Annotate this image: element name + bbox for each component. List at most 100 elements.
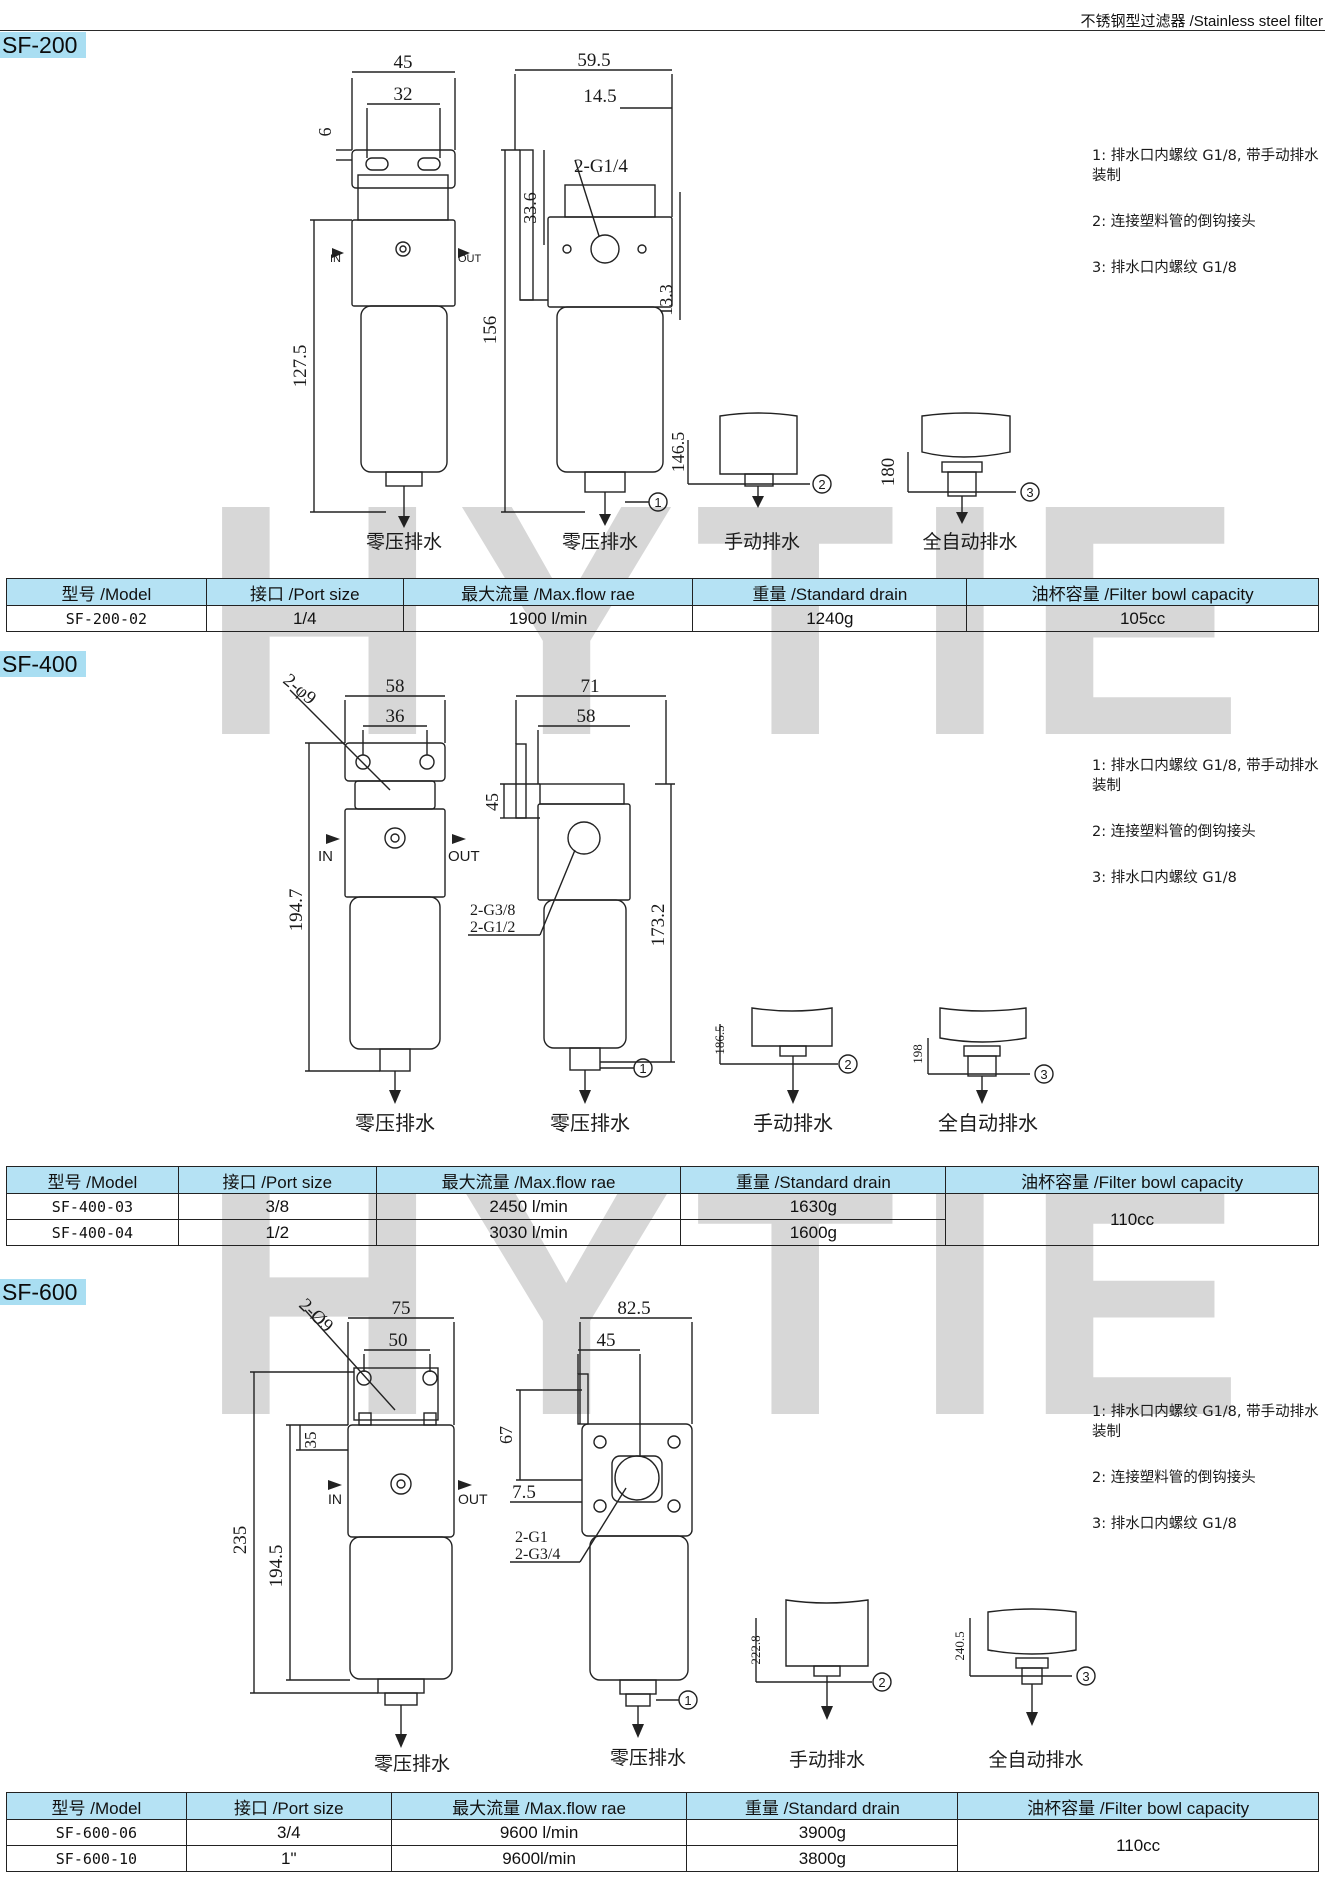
dim-sf400-manual-h: 186.5	[712, 1025, 727, 1054]
table-row: SF-400-03 3/8 2450 l/min 1630g 110cc	[6, 1193, 1319, 1246]
dim-sf200-side-mid: 13.3	[656, 284, 676, 316]
table-header-weight: 重量 /Standard drain	[686, 1792, 959, 1820]
table-header-flow: 最大流量 /Max.flow rae	[390, 1792, 688, 1820]
note-3: 3: 排水口内螺纹 G1/8	[1092, 260, 1237, 276]
cell-weight: 1630g	[680, 1193, 947, 1220]
callout-sf200-3: 3	[1026, 485, 1033, 500]
cell-flow: 9600l/min	[390, 1845, 688, 1872]
table-header-model: 型号 /Model	[6, 1792, 187, 1820]
note-2: 2: 连接塑料管的倒钩接头	[1092, 1470, 1256, 1486]
callout-sf600-1: 1	[684, 1693, 691, 1708]
caption-sf400-manual: 手动排水	[753, 1112, 833, 1135]
dim-sf400-front-inner: 36	[386, 706, 405, 727]
caption-sf400-zero-front: 零压排水	[355, 1112, 435, 1135]
cell-weight: 3800g	[686, 1845, 959, 1872]
spec-table-sf600: 型号 /Model 接口 /Port size 最大流量 /Max.flow r…	[6, 1792, 1319, 1872]
notes-sf400: 1: 排水口内螺纹 G1/8, 带手动排水装制 2: 连接塑料管的倒钩接头 3:…	[1092, 756, 1322, 914]
section-tag-sf200: SF-200	[0, 32, 86, 58]
dim-sf600-side-top: 67	[496, 1426, 516, 1444]
section-tag-sf600: SF-600	[0, 1279, 86, 1305]
callout-sf400-2: 2	[844, 1057, 851, 1072]
dim-sf200-side-top: 33.6	[520, 192, 540, 224]
caption-sf400-zero-side: 零压排水	[550, 1112, 630, 1135]
cell-flow: 1900 l/min	[402, 605, 694, 632]
label-sf400-in: IN	[318, 848, 333, 865]
cell-flow: 2450 l/min	[375, 1193, 682, 1220]
label-sf600-out: OUT	[458, 1491, 488, 1507]
cell-model: SF-600-06	[6, 1819, 187, 1846]
table-header-weight: 重量 /Standard drain	[680, 1166, 947, 1194]
dim-sf400-hole: 2-φ9	[279, 670, 320, 709]
spec-table-sf200: 型号 /Model 接口 /Port size 最大流量 /Max.flow r…	[6, 578, 1319, 632]
cell-flow: 3030 l/min	[375, 1219, 682, 1246]
spec-table-sf400: 型号 /Model 接口 /Port size 最大流量 /Max.flow r…	[6, 1166, 1319, 1246]
label-sf400-out: OUT	[448, 848, 480, 865]
table-row: SF-600-10 1" 9600l/min 3800g	[6, 1845, 1319, 1872]
cell-weight: 3900g	[686, 1819, 959, 1846]
caption-sf200-zero-side: 零压排水	[562, 531, 638, 553]
page-header-title: 不锈钢型过滤器 /Stainless steel filter	[1080, 13, 1323, 30]
dim-sf600-port-a: 2-G1	[515, 1529, 548, 1546]
caption-sf400-auto: 全自动排水	[938, 1112, 1038, 1135]
dim-sf600-manual-h: 222.8	[748, 1635, 763, 1664]
dim-sf600-port-b: 2-G3/4	[515, 1546, 560, 1563]
dim-sf200-manual-h: 146.5	[668, 432, 688, 473]
cell-port: 1"	[185, 1845, 392, 1872]
label-sf200-in: IN	[330, 253, 341, 265]
dim-sf400-auto-h: 198	[910, 1044, 925, 1064]
note-1: 1: 排水口内螺纹 G1/8, 带手动排水装制	[1092, 1404, 1319, 1440]
cell-capacity: 110cc	[957, 1819, 1319, 1872]
caption-sf600-auto: 全自动排水	[988, 1749, 1083, 1771]
notes-sf600: 1: 排水口内螺纹 G1/8, 带手动排水装制 2: 连接塑料管的倒钩接头 3:…	[1092, 1402, 1322, 1560]
callout-sf600-2: 2	[878, 1675, 885, 1690]
dim-sf600-auto-h: 240.5	[952, 1631, 967, 1660]
dim-sf600-front-width: 75	[392, 1298, 411, 1319]
dim-sf600-front-inner: 50	[389, 1330, 408, 1351]
cell-model: SF-200-02	[6, 605, 207, 632]
dim-sf200-side-height: 156	[480, 316, 501, 345]
header-rule	[0, 30, 1325, 31]
cell-model: SF-400-04	[6, 1219, 179, 1246]
dim-sf200-front-width: 45	[394, 52, 413, 73]
note-2: 2: 连接塑料管的倒钩接头	[1092, 214, 1256, 230]
cell-flow: 9600 l/min	[390, 1819, 688, 1846]
table-header-flow: 最大流量 /Max.flow rae	[402, 578, 694, 606]
table-header-capacity: 油杯容量 /Filter bowl capacity	[957, 1792, 1319, 1820]
dim-sf600-hole: 2-Ø9	[295, 1294, 338, 1336]
dim-sf600-inner-h: 194.5	[266, 1545, 287, 1588]
table-row: SF-400-04 1/2 3030 l/min 1600g	[6, 1219, 1319, 1246]
dim-sf600-top-h: 35	[301, 1432, 320, 1449]
caption-sf200-auto: 全自动排水	[922, 531, 1017, 553]
dim-sf400-port-b: 2-G1/2	[470, 919, 515, 936]
table-header-capacity: 油杯容量 /Filter bowl capacity	[945, 1166, 1319, 1194]
dim-sf600-side-width: 82.5	[617, 1298, 650, 1319]
caption-sf200-manual: 手动排水	[724, 531, 800, 553]
cell-port: 3/8	[177, 1193, 377, 1220]
note-3: 3: 排水口内螺纹 G1/8	[1092, 1516, 1237, 1532]
dim-sf600-side-off: 7.5	[512, 1482, 536, 1503]
cell-model: SF-400-03	[6, 1193, 179, 1220]
table-header-capacity: 油杯容量 /Filter bowl capacity	[966, 578, 1319, 606]
dim-sf200-port: 2-G1/4	[574, 156, 628, 177]
drawing-sf200: 45 32 6 127.5 59.5 14.5 2-G1/4 33.6 13.3…	[290, 50, 1040, 553]
cell-capacity: 110cc	[945, 1193, 1319, 1246]
section-tag-sf400: SF-400	[0, 651, 86, 677]
table-header-port: 接口 /Port size	[205, 578, 404, 606]
cell-weight: 1600g	[680, 1219, 947, 1246]
drawing-sf600: 75 50 2-Ø9 35 235 194.5 82.5 45 67 7.5 2…	[230, 1294, 1096, 1775]
cell-capacity: 105cc	[966, 605, 1319, 632]
caption-sf600-zero-side: 零压排水	[610, 1747, 686, 1769]
table-header-weight: 重量 /Standard drain	[692, 578, 968, 606]
dim-sf600-side-inner: 45	[597, 1330, 616, 1351]
dim-sf400-side-top: 45	[482, 793, 502, 811]
table-header-model: 型号 /Model	[6, 578, 207, 606]
table-row: SF-200-02 1/4 1900 l/min 1240g 105cc	[6, 605, 1319, 632]
cell-port: 3/4	[185, 1819, 392, 1846]
dim-sf200-front-inner: 32	[394, 84, 413, 105]
dim-sf400-side-height: 173.2	[648, 904, 669, 947]
cell-model: SF-600-10	[6, 1845, 187, 1872]
table-header-port: 接口 /Port size	[177, 1166, 377, 1194]
cell-weight: 1240g	[692, 605, 968, 632]
note-2: 2: 连接塑料管的倒钩接头	[1092, 824, 1256, 840]
label-sf600-in: IN	[328, 1491, 342, 1507]
